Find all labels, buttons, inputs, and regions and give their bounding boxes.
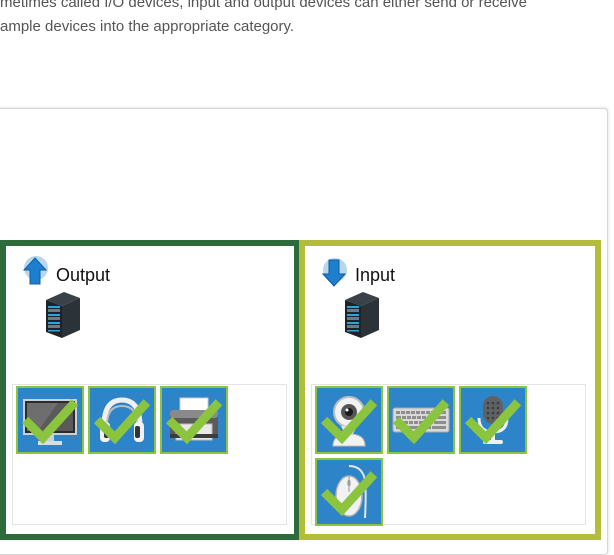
check-icon — [392, 399, 450, 445]
server-icon — [46, 292, 80, 338]
input-item-webcam[interactable] — [315, 386, 383, 454]
output-item-monitor[interactable] — [16, 386, 84, 454]
download-arrow-icon — [321, 258, 347, 287]
output-drop-zone[interactable]: Output — [0, 240, 300, 540]
upload-arrow-icon — [22, 256, 48, 285]
check-icon — [93, 399, 151, 445]
check-icon — [320, 471, 378, 517]
server-icon — [345, 292, 379, 338]
check-icon — [21, 399, 79, 445]
instructions-text: metimes called I/O devices, input and ou… — [0, 0, 614, 39]
check-icon — [464, 399, 522, 445]
input-drop-zone[interactable]: Input — [299, 240, 601, 540]
check-icon — [165, 399, 223, 445]
input-item-mouse[interactable] — [315, 458, 383, 526]
input-item-keyboard[interactable] — [387, 386, 455, 454]
input-items-tray — [311, 384, 586, 526]
instructions-line-2: ample devices into the appropriate categ… — [0, 18, 295, 35]
output-item-printer[interactable] — [160, 386, 228, 454]
output-items-tray — [12, 384, 287, 525]
output-zone-title: Output — [56, 265, 111, 285]
output-item-headphones[interactable] — [88, 386, 156, 454]
instructions-line-1: metimes called I/O devices, input and ou… — [0, 0, 527, 11]
input-zone-title: Input — [355, 265, 396, 285]
input-item-microphone[interactable] — [459, 386, 527, 454]
check-icon — [320, 399, 378, 445]
